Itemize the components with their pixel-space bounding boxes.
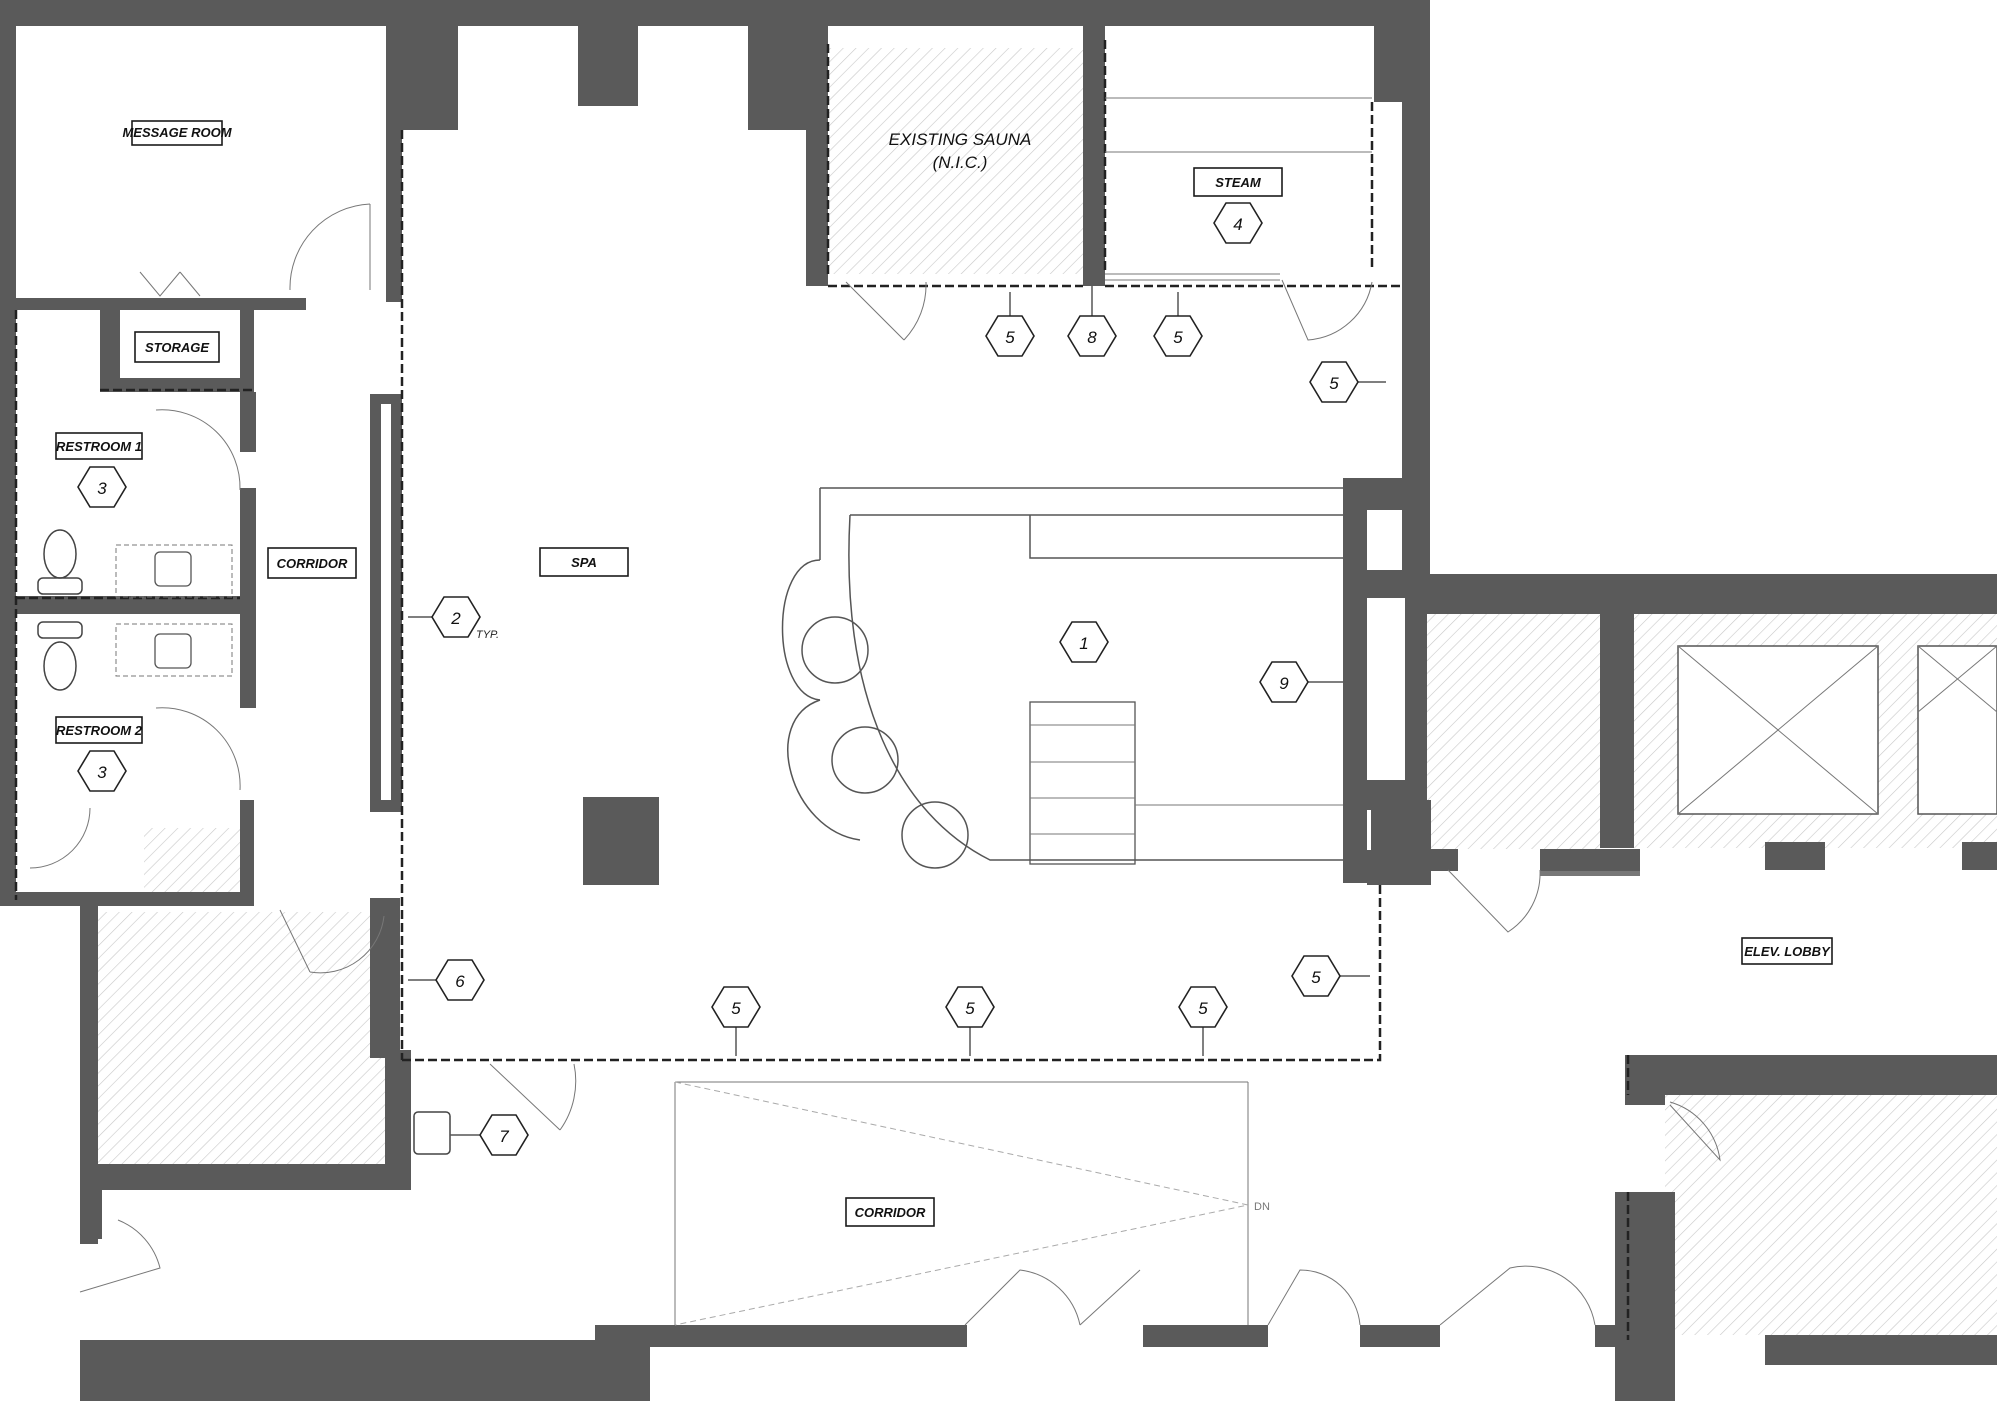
room-label-existing-sauna-note: (N.I.C.) [933,153,988,172]
room-label-steam: STEAM [1193,167,1283,197]
keynote-2-typ: TYP. [476,629,499,641]
doors [29,203,1721,1326]
room-label-elev-lobby-text: ELEV. LOBBY [1744,944,1831,959]
keynote-5-f: 5 [945,986,995,1056]
keynote-5d-text: 5 [1311,968,1321,987]
stair-dn-label: DN [1254,1201,1270,1213]
room-label-restroom-1: RESTROOM 1 [55,432,143,460]
keynote-5-g: 5 [1178,986,1228,1056]
room-label-existing-sauna-text: EXISTING SAUNA [889,130,1032,149]
keynote-4-text: 4 [1233,215,1242,234]
keynote-8-text: 8 [1087,328,1097,347]
keynote-3-restroom-1: 3 [77,466,127,508]
room-label-message-room: MESSAGE ROOM [122,120,233,146]
room-label-restroom-1-text: RESTROOM 1 [56,439,142,454]
keynote-2: 2 TYP. [408,596,499,641]
keynote-3a-text: 3 [97,479,107,498]
keynote-5c-text: 5 [1329,374,1339,393]
room-label-storage-text: STORAGE [145,340,209,355]
keynote-7-text: 7 [499,1127,509,1146]
keynote-5b-text: 5 [1173,328,1183,347]
room-label-corridor-west-text: CORRIDOR [277,556,348,571]
fixtures [37,97,1997,1326]
keynote-5a-text: 5 [1005,328,1015,347]
keynote-5e-text: 5 [731,999,741,1018]
keynote-5-d: 5 [1291,955,1370,997]
room-label-corridor-south: CORRIDOR [845,1197,935,1227]
room-label-message-room-text: MESSAGE ROOM [122,125,232,140]
room-label-corridor-south-text: CORRIDOR [855,1205,926,1220]
keynote-5-b: 5 [1153,292,1203,357]
room-label-spa: SPA [539,547,629,577]
room-label-storage: STORAGE [134,331,220,363]
keynote-9: 9 [1259,661,1343,703]
keynote-6-text: 6 [455,972,465,991]
keynote-5-a: 5 [985,292,1035,357]
room-label-steam-text: STEAM [1215,175,1262,190]
new-wall-lines [14,40,1630,1340]
keynote-5f-text: 5 [965,999,975,1018]
keynote-1: 1 [1059,621,1109,663]
keynote-2-text: 2 [450,609,461,628]
room-label-elev-lobby: ELEV. LOBBY [1741,937,1833,965]
room-label-restroom-2: RESTROOM 2 [55,716,143,744]
keynote-3-restroom-2: 3 [77,750,127,792]
keynote-4: 4 [1213,202,1263,244]
room-label-existing-sauna: EXISTING SAUNA (N.I.C.) [889,130,1032,172]
room-label-spa-text: SPA [571,555,597,570]
room-label-restroom-2-text: RESTROOM 2 [56,723,143,738]
keynote-1-text: 1 [1079,634,1088,653]
keynote-9-text: 9 [1279,674,1289,693]
keynote-5g-text: 5 [1198,999,1208,1018]
keynote-6: 6 [408,959,485,1001]
keynote-7: 7 [450,1114,529,1156]
keynote-3b-text: 3 [97,763,107,782]
keynote-5-e: 5 [711,986,761,1056]
keynote-8: 8 [1067,286,1117,357]
room-label-corridor-west: CORRIDOR [267,547,357,579]
keynote-5-c: 5 [1309,361,1386,403]
